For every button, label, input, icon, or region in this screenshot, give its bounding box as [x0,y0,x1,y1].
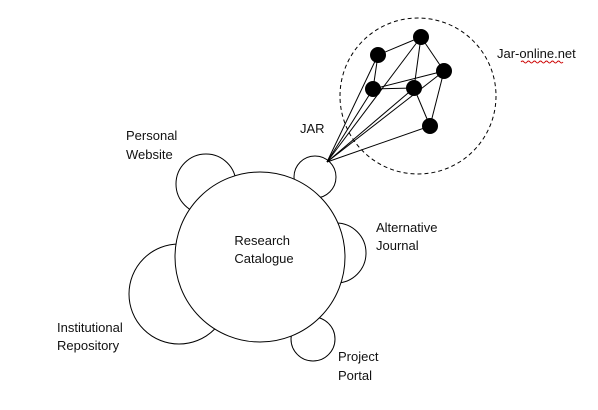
network-link-n3-n6 [429,70,445,127]
network-node-n4 [365,81,381,97]
network-link-n3-n4 [372,70,445,90]
center-label: Research Catalogue [234,233,293,266]
jar-link-n4 [326,88,374,163]
alternative-journal-label: Alternative Journal [376,220,441,253]
institutional-repository-label: Institutional Repository [57,320,126,353]
project-portal-label: Project Portal [338,349,382,383]
jar-link-n6 [326,125,431,163]
spellcheck-underline [520,60,564,64]
jar-link-n1 [326,54,379,163]
jar-link-n3 [326,70,445,163]
jar-online-label: Jar-online.net [497,46,576,61]
jar-online-network-boundary [339,17,497,175]
network-nodes [365,29,452,134]
jar-link-n5 [326,87,415,163]
network-node-n1 [370,47,386,63]
network-node-n3 [436,63,452,79]
network-link-n2-n5 [413,36,422,89]
research-catalogue-circle [174,171,346,343]
jar-to-network-links [326,36,445,163]
personal-website-label: Personal Website [126,128,181,162]
network-node-n5 [406,80,422,96]
jar-link-n2 [326,36,422,163]
network-node-n6 [422,118,438,134]
network-node-n2 [413,29,429,45]
jar-label: JAR [300,121,325,136]
